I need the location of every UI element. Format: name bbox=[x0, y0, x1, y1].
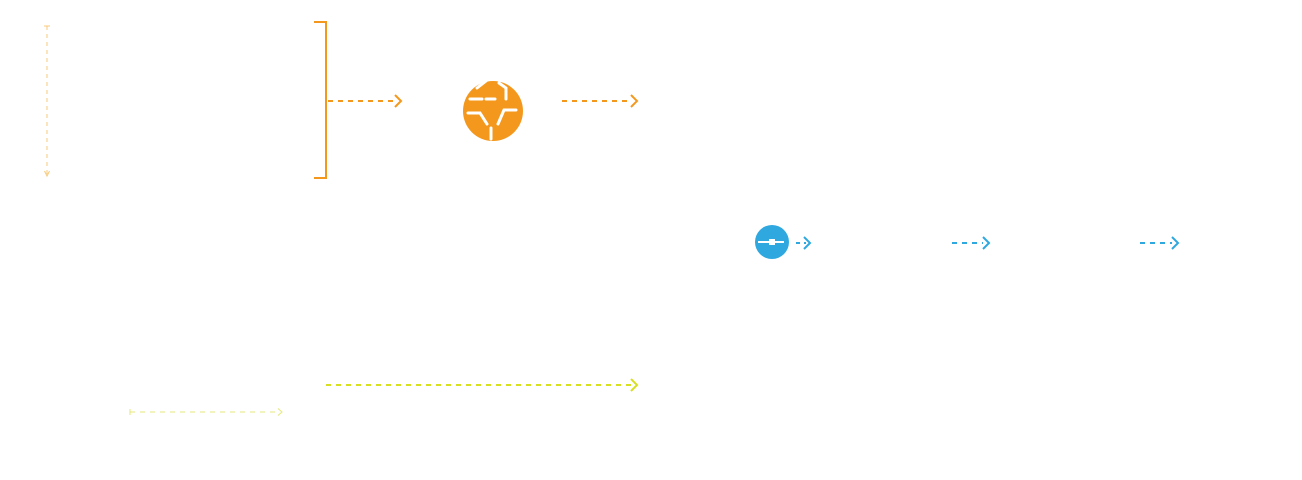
blue-arrow-2 bbox=[952, 236, 991, 250]
blue-arrow-1 bbox=[796, 236, 812, 250]
lime-arrow bbox=[326, 378, 639, 392]
blue-arrow-3 bbox=[1140, 236, 1180, 250]
vertical-range-marker bbox=[44, 25, 50, 178]
orange-arrow-1 bbox=[328, 94, 403, 108]
grouping-bracket bbox=[314, 21, 327, 179]
blue-square-badge-icon bbox=[755, 225, 789, 259]
orange-arrow-2 bbox=[562, 94, 639, 108]
orange-face-badge-icon bbox=[463, 79, 523, 141]
faint-arrow bbox=[129, 408, 283, 416]
